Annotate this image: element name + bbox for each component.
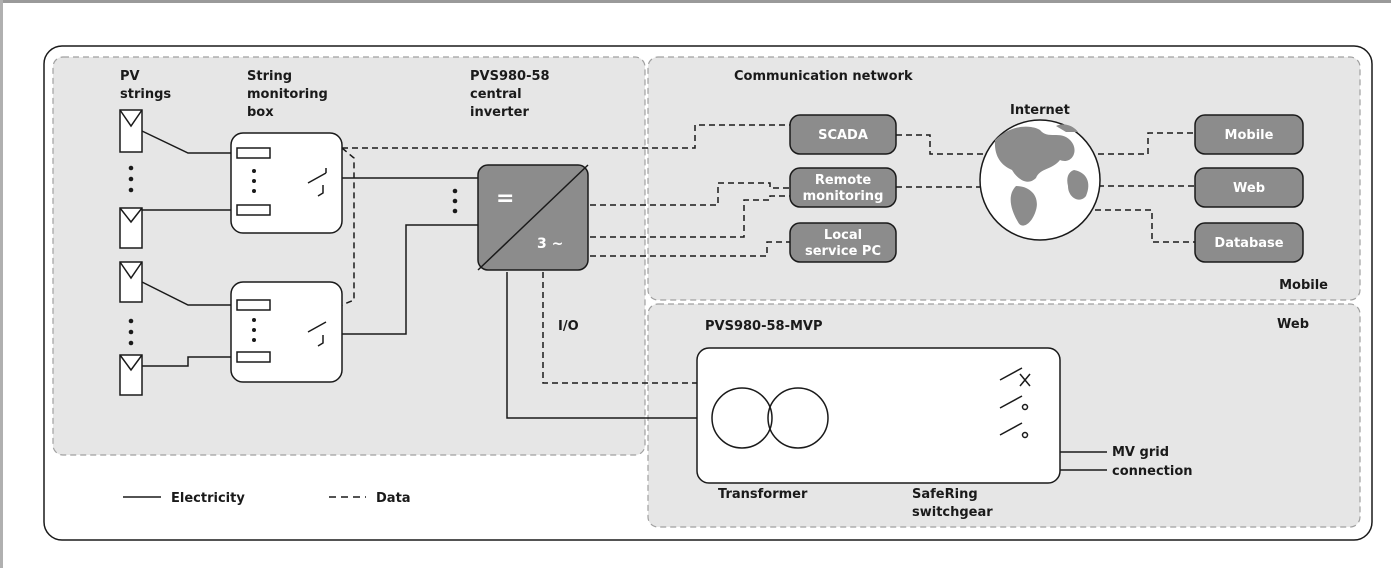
- label-inverter-3: inverter: [470, 105, 529, 120]
- label-io: I/O: [558, 319, 579, 334]
- network-boxes: [789, 114, 1304, 263]
- label-inverter-1: PVS980-58: [470, 69, 550, 84]
- string-monitoring-box-2: [230, 281, 343, 383]
- label-pv-strings-1: PV: [120, 69, 140, 84]
- label-local-service-pc-1: Local: [824, 228, 862, 243]
- inverter-input-dots: [452, 188, 458, 214]
- label-mv-grid-1: MV grid: [1112, 445, 1169, 460]
- label-mobile-corner: Mobile: [1279, 278, 1328, 293]
- label-safering-1: SafeRing: [912, 487, 978, 502]
- label-transformer: Transformer: [718, 487, 808, 502]
- label-communication-network: Communication network: [734, 69, 913, 84]
- pv-field-region: [52, 56, 646, 456]
- safering-switches: [999, 367, 1031, 439]
- legend-data-label: Data: [376, 491, 411, 506]
- central-inverter: [477, 164, 589, 271]
- inverter-ac-symbol: 3 ~: [537, 236, 563, 252]
- label-internet: Internet: [1010, 103, 1070, 118]
- label-string-box-3: box: [247, 105, 274, 120]
- internet-globe-icon: [979, 119, 1101, 241]
- left-frame-border: [0, 0, 3, 568]
- top-frame-border: [0, 0, 1391, 3]
- label-mvp: PVS980-58-MVP: [705, 319, 823, 334]
- label-mobile-box: Mobile: [1225, 128, 1274, 143]
- label-web-corner: Web: [1277, 317, 1309, 332]
- data-lines: [341, 124, 1195, 384]
- label-string-box-1: String: [247, 69, 292, 84]
- label-inverter-2: central: [470, 87, 522, 102]
- label-safering-2: switchgear: [912, 505, 993, 520]
- label-remote-monitoring-2: monitoring: [803, 189, 884, 204]
- label-mv-grid-2: connection: [1112, 464, 1193, 479]
- label-remote-monitoring-1: Remote: [815, 173, 872, 188]
- string-monitoring-box-1: [230, 132, 343, 234]
- label-string-box-2: monitoring: [247, 87, 328, 102]
- label-database-box: Database: [1214, 236, 1283, 251]
- label-web-box: Web: [1233, 181, 1265, 196]
- pv-panels: [119, 109, 143, 396]
- legend-electricity-label: Electricity: [171, 491, 245, 506]
- label-local-service-pc-2: service PC: [805, 244, 881, 259]
- transformer-symbol: [711, 387, 829, 449]
- pv-ellipsis-dots: [128, 165, 134, 346]
- inverter-dc-symbol: =: [496, 186, 514, 211]
- label-pv-strings-2: strings: [120, 87, 171, 102]
- mvp-station-box: [696, 347, 1061, 484]
- label-scada: SCADA: [818, 128, 868, 143]
